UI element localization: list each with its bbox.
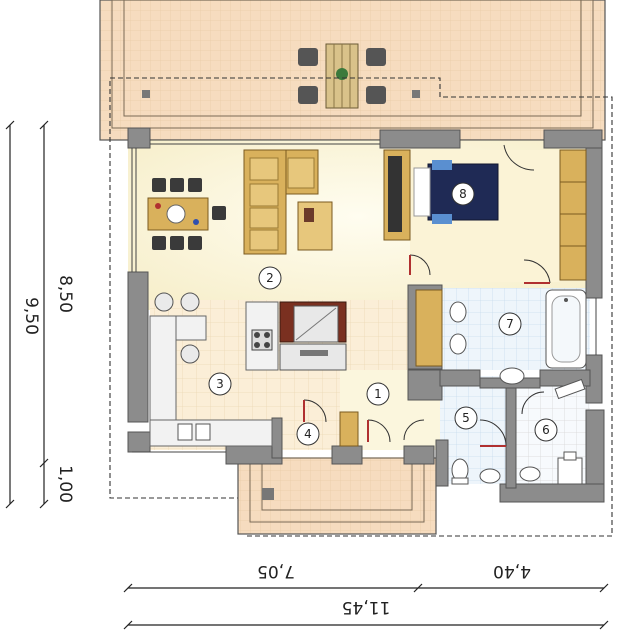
dining-set xyxy=(147,178,226,250)
terrace-bottom xyxy=(237,457,437,535)
svg-text:3: 3 xyxy=(216,377,224,391)
room-label-3: 3 xyxy=(208,372,232,396)
sofa xyxy=(243,149,319,255)
svg-text:1: 1 xyxy=(374,387,382,401)
svg-text:8: 8 xyxy=(459,187,467,201)
room-label-4: 4 xyxy=(296,422,320,446)
bathroom-fixtures xyxy=(415,289,525,385)
dimension-lines xyxy=(5,120,609,630)
doors xyxy=(303,144,551,447)
svg-text:2: 2 xyxy=(266,271,274,285)
coffee-table xyxy=(297,201,333,251)
kitchen-appliances xyxy=(279,301,347,371)
dim-width-total: 11,45 xyxy=(342,597,391,617)
kitchen-counter xyxy=(149,301,279,447)
pantry-cabinet xyxy=(339,411,359,447)
dimension-labels: 7,05 4,40 11,45 9,50 8,50 1,00 xyxy=(21,275,531,617)
room-label-2: 2 xyxy=(258,266,282,290)
windows xyxy=(131,139,597,453)
room-label-8: 8 xyxy=(451,182,475,206)
svg-text:7: 7 xyxy=(506,317,514,331)
room-label-6: 6 xyxy=(534,418,558,442)
bathtub xyxy=(545,289,587,369)
dim-depth-main: 8,50 xyxy=(55,275,75,313)
svg-text:5: 5 xyxy=(462,411,470,425)
dim-depth-porch: 1,00 xyxy=(55,465,75,503)
wc-floor xyxy=(440,376,510,484)
dim-depth-total: 9,50 xyxy=(21,297,41,335)
room-labels: 1 2 3 4 5 6 7 8 xyxy=(208,182,558,446)
roof-outline xyxy=(109,77,613,537)
magazine-icon xyxy=(304,208,314,222)
utility-fixtures xyxy=(519,378,586,485)
svg-text:6: 6 xyxy=(542,423,550,437)
svg-text:4: 4 xyxy=(304,427,312,441)
room-label-7: 7 xyxy=(498,312,522,336)
wc-fixtures xyxy=(451,458,501,485)
bar-stools xyxy=(154,292,200,364)
room-label-5: 5 xyxy=(454,406,478,430)
dim-width-left: 7,05 xyxy=(257,561,295,581)
bedroom-wardrobe-right xyxy=(559,149,587,281)
dim-width-right: 4,40 xyxy=(493,561,531,581)
room-label-1: 1 xyxy=(366,382,390,406)
terrace-table xyxy=(298,43,386,109)
wardrobe xyxy=(383,149,411,241)
